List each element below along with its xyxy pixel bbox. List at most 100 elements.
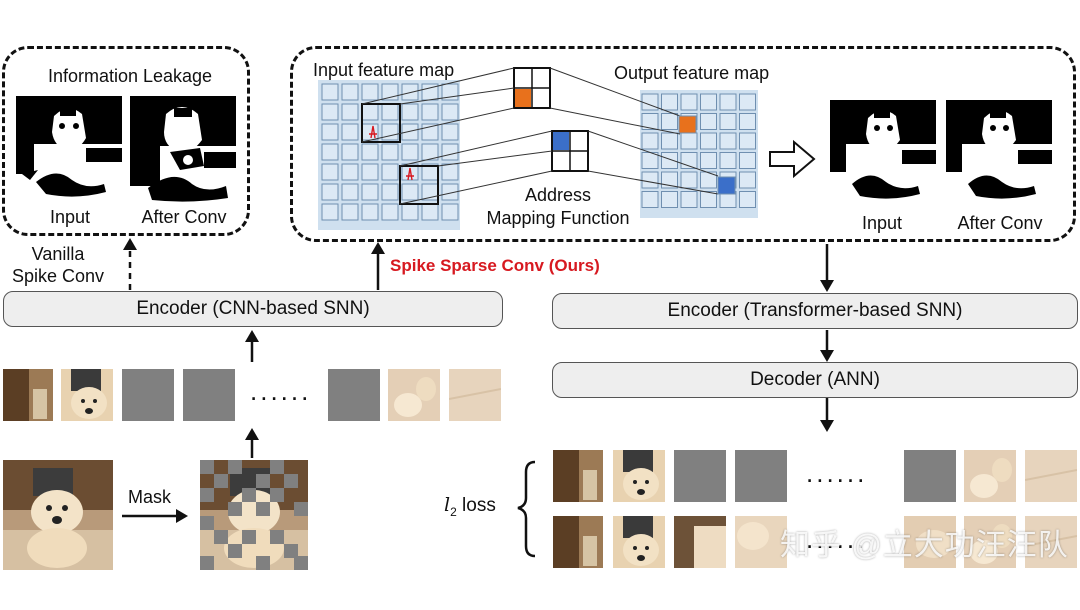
feature-map-cell: [401, 183, 419, 201]
loss-subscript: 2: [450, 504, 457, 519]
feature-map-cell: [661, 132, 678, 150]
masked-patch: [183, 369, 235, 421]
feature-map-cell: [719, 93, 737, 111]
feature-map-cell: [719, 132, 737, 150]
feature-map-cell: [641, 113, 659, 130]
feature-map-cell: [641, 171, 659, 189]
feature-map-cell: [341, 143, 359, 161]
target-patch-paw: [964, 516, 1016, 568]
leak-after-conv-image: [130, 96, 236, 204]
masked-puppy-image: [200, 460, 308, 570]
feature-map-cell: [680, 132, 698, 150]
output-feature-map-label: Output feature map: [614, 63, 770, 83]
feature-map-cell: [381, 183, 399, 201]
feature-map-cell: [719, 113, 737, 130]
loss-text: loss: [462, 495, 496, 516]
target-patch-floor: [1025, 516, 1077, 568]
feature-map-cell: [341, 183, 359, 201]
patch-floor: [449, 369, 501, 421]
feature-map-cell: [361, 183, 379, 201]
spike-conv-label: Spike Conv: [11, 266, 105, 286]
l2-loss-label: l2 loss: [444, 494, 496, 519]
feature-map-cell: [321, 143, 339, 161]
feature-map-cell: [661, 152, 678, 169]
feature-map-cell: [739, 171, 756, 189]
feature-map-cell: [381, 123, 399, 141]
encoder-cnn-box: Encoder (CNN-based SNN): [3, 291, 503, 327]
feature-map-cell: [341, 83, 359, 101]
mapping-function-label: Mapping Function: [486, 208, 630, 228]
ellipsis: ......: [250, 376, 312, 406]
feature-map-cell: [661, 93, 678, 111]
target-patch-3: [674, 516, 726, 568]
feature-map-cell: [700, 93, 717, 111]
feature-map-cell: [361, 163, 379, 181]
masked-patch: [904, 450, 956, 502]
sparse-input-image: [830, 100, 936, 206]
feature-map-cell: [321, 83, 339, 101]
feature-map-cell: [321, 203, 339, 221]
feature-map-cell: [341, 163, 359, 181]
feature-map-cell: [341, 123, 359, 141]
recon-patch-floor: [1025, 450, 1077, 502]
feature-map-cell: [361, 103, 379, 121]
feature-map-cell: [421, 203, 439, 221]
feature-map-cell: [401, 203, 419, 221]
original-puppy-image: [3, 460, 113, 570]
feature-map-cell: [441, 123, 459, 141]
feature-map-cell: [381, 103, 399, 121]
feature-map-cell: [739, 191, 756, 208]
feature-map-cell: [700, 152, 717, 169]
feature-map-cell: [321, 123, 339, 141]
masked-patch: [674, 450, 726, 502]
feature-map-cell: [441, 163, 459, 181]
feature-map-cell: [641, 93, 659, 111]
patch-1: [3, 369, 53, 421]
feature-map-cell: [661, 171, 678, 189]
patch-2: [61, 369, 113, 421]
feature-map-cell: [441, 203, 459, 221]
feature-map-cell: [361, 143, 379, 161]
masked-patch: [122, 369, 174, 421]
recon-patch-2: [613, 450, 665, 502]
recon-patch-paw: [964, 450, 1016, 502]
feature-map-cell: [680, 171, 698, 189]
feature-map-cell: [321, 163, 339, 181]
feature-map-cell: [381, 143, 399, 161]
masked-patch: [328, 369, 380, 421]
leak-after-conv-label: After Conv: [141, 207, 227, 227]
sparse-after-conv-label: After Conv: [957, 213, 1043, 233]
feature-map-cell: [700, 191, 717, 208]
feature-map-cell: [421, 103, 439, 121]
leak-input-image: [16, 96, 122, 204]
encoder-transformer-box: Encoder (Transformer-based SNN): [552, 293, 1078, 329]
watermark-text: 知乎 @立大功汪汪队: [780, 529, 1069, 562]
patch-paw: [388, 369, 440, 421]
feature-map-cell: [321, 103, 339, 121]
feature-map-cell: [361, 203, 379, 221]
feature-map-cell: [680, 191, 698, 208]
input-feature-map-label: Input feature map: [313, 60, 455, 80]
feature-map-cell: [401, 123, 419, 141]
feature-map-cell: [719, 152, 737, 169]
feature-map-cell: [700, 113, 717, 130]
decoder-box: Decoder (ANN): [552, 362, 1078, 398]
address-label: Address: [524, 185, 592, 205]
feature-map-cell: [641, 132, 659, 150]
recon-patch-1: [553, 450, 603, 502]
feature-map-cell: [680, 93, 698, 111]
mask-label: Mask: [128, 487, 172, 507]
leak-input-label: Input: [49, 207, 91, 227]
sparse-after-conv-image: [946, 100, 1052, 206]
feature-map-cell: [739, 113, 756, 130]
feature-map-cell: [700, 132, 717, 150]
vanilla-label: Vanilla: [31, 244, 85, 264]
loss-symbol: l: [444, 494, 451, 516]
feature-map-cell: [401, 103, 419, 121]
masked-patch: [735, 450, 787, 502]
target-patch-1: [553, 516, 603, 568]
feature-map-cell: [739, 93, 756, 111]
feature-map-cell: [641, 191, 659, 208]
feature-map-cell: [661, 113, 678, 130]
